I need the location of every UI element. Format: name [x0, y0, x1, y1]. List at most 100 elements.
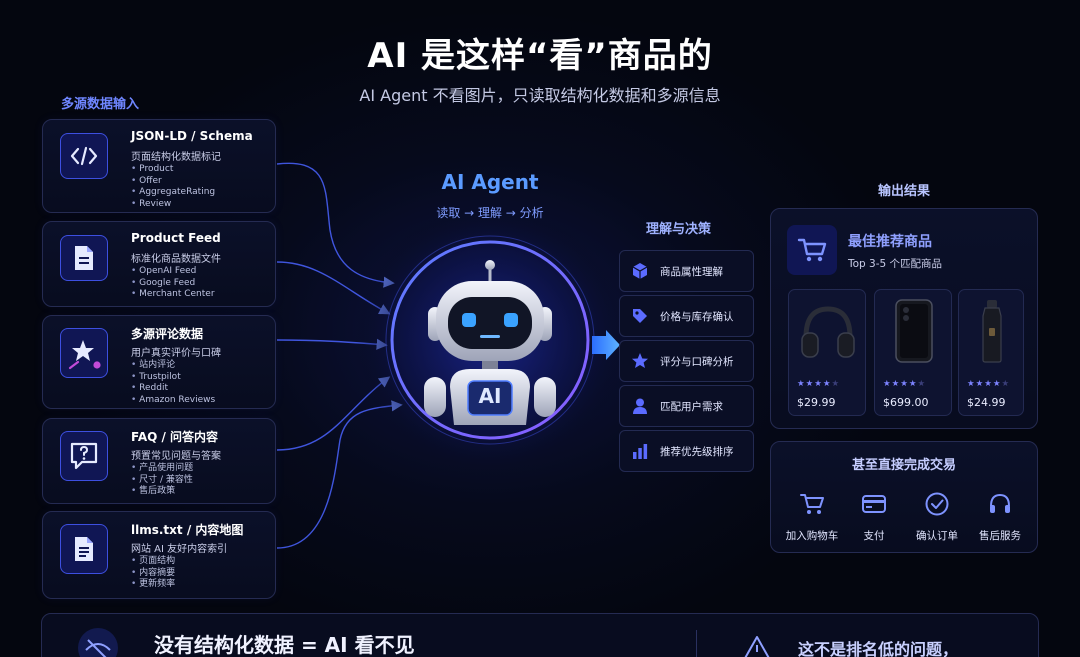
source-title: llms.txt / 内容地图	[131, 523, 244, 537]
source-card-reviews: 多源评论数据 用户真实评价与口碑 站内评论 Trustpilot Reddit …	[42, 315, 276, 409]
list-item: 更新频率	[131, 579, 175, 591]
decision-item-label: 价格与库存确认	[660, 310, 734, 323]
transaction-panel: 甚至直接完成交易 加入购物车 支付 确认订单 售后服务	[770, 441, 1038, 553]
warning-icon	[742, 634, 772, 657]
source-title: FAQ / 问答内容	[131, 430, 219, 444]
list-item: 内容摘要	[131, 568, 175, 580]
after-sales-button[interactable]: 售后服务	[965, 490, 1035, 543]
source-title: JSON-LD / Schema	[131, 129, 253, 143]
list-item: 页面结构	[131, 556, 175, 568]
source-list: 站内评论 Trustpilot Reddit Amazon Reviews	[131, 360, 215, 406]
source-desc: 预置常见问题与答案	[131, 451, 221, 462]
source-list: OpenAI Feed Google Feed Merchant Center	[131, 266, 215, 301]
user-icon	[620, 397, 660, 415]
add-to-cart-button[interactable]: 加入购物车	[777, 490, 847, 543]
tag-icon	[620, 307, 660, 325]
source-card-json-ld: JSON-LD / Schema 页面结构化数据标记 Product Offer…	[42, 119, 276, 213]
connector-llms	[276, 400, 403, 549]
inputs-label: 多源数据输入	[61, 97, 140, 112]
decision-item: 推荐优先级排序	[619, 430, 754, 472]
product-price: $699.00	[883, 396, 929, 409]
decision-label: 理解与决策	[646, 222, 712, 237]
source-desc: 页面结构化数据标记	[131, 152, 221, 163]
list-item: Trustpilot	[131, 372, 215, 384]
page-title: AI 是这样“看”商品的	[367, 36, 713, 76]
footer-left-text: 没有结构化数据 = AI 看不见	[154, 633, 415, 657]
smartphone-icon	[879, 296, 949, 366]
pay-button[interactable]: 支付	[839, 490, 909, 543]
check-circle-icon	[902, 490, 972, 518]
file-list-icon	[60, 524, 108, 574]
list-item: AggregateRating	[131, 187, 215, 199]
product-price: $29.99	[797, 396, 836, 409]
connector-json	[276, 162, 395, 288]
source-title: 多源评论数据	[131, 327, 204, 341]
cart-icon	[787, 225, 837, 275]
robot-icon	[424, 260, 556, 425]
decision-item: 匹配用户需求	[619, 385, 754, 427]
rating-stars: ★★★★★	[883, 379, 927, 389]
list-item: Google Feed	[131, 278, 215, 290]
decision-item: 评分与口碑分析	[619, 340, 754, 382]
star-icon	[620, 352, 660, 370]
source-card-llms-txt: llms.txt / 内容地图 网站 AI 友好内容索引 页面结构 内容摘要 更…	[42, 511, 276, 599]
source-card-faq: FAQ / 问答内容 预置常见问题与答案 产品使用问题 尺寸 / 兼容性 售后政…	[42, 418, 276, 504]
source-desc: 用户真实评价与口碑	[131, 348, 221, 359]
document-icon	[60, 235, 108, 281]
tx-label: 加入购物车	[785, 530, 839, 542]
footer-right-text: 这不是排名低的问题，	[798, 640, 959, 657]
product-card-smartphone[interactable]: ★★★★★ $699.00	[874, 289, 952, 416]
confirm-order-button[interactable]: 确认订单	[902, 490, 972, 543]
tx-label: 售后服务	[979, 530, 1021, 542]
code-icon	[60, 133, 108, 179]
flow-arrow	[592, 330, 620, 360]
agent-subtitle: 读取 → 理解 → 分析	[436, 206, 544, 220]
source-desc: 标准化商品数据文件	[131, 254, 221, 265]
agent-ring	[390, 240, 590, 440]
product-price: $24.99	[967, 396, 1006, 409]
footer-divider	[696, 630, 697, 657]
list-item: 售后政策	[131, 486, 193, 498]
headphones-icon	[793, 296, 863, 366]
tx-label: 确认订单	[916, 530, 958, 542]
decision-item: 价格与库存确认	[619, 295, 754, 337]
source-list: 产品使用问题 尺寸 / 兼容性 售后政策	[131, 463, 193, 498]
rating-stars: ★★★★★	[797, 379, 841, 389]
source-card-product-feed: Product Feed 标准化商品数据文件 OpenAI Feed Googl…	[42, 221, 276, 307]
list-item: Offer	[131, 176, 215, 188]
list-item: 产品使用问题	[131, 463, 193, 475]
rating-stars: ★★★★★	[967, 379, 1011, 389]
best-title: 最佳推荐商品	[848, 234, 932, 250]
decision-item-label: 商品属性理解	[660, 265, 723, 278]
list-item: 站内评论	[131, 360, 215, 372]
best-subtitle: Top 3-5 个匹配商品	[848, 258, 943, 270]
list-item: Amazon Reviews	[131, 395, 215, 407]
cube-icon	[620, 262, 660, 280]
agent-badge: AI	[478, 384, 502, 408]
best-products-panel: 最佳推荐商品 Top 3-5 个匹配商品 ★★★★★ $29.99 ★★★★★ …	[770, 208, 1038, 429]
tx-label: 支付	[863, 530, 885, 542]
star-review-icon	[60, 328, 108, 378]
output-label: 输出结果	[877, 184, 930, 199]
decision-item: 商品属性理解	[619, 250, 754, 292]
bottom-banner: 没有结构化数据 = AI 看不见 这不是排名低的问题，	[41, 613, 1039, 657]
source-list: 页面结构 内容摘要 更新频率	[131, 556, 175, 591]
list-item: 尺寸 / 兼容性	[131, 475, 193, 487]
product-card-headphones[interactable]: ★★★★★ $29.99	[788, 289, 866, 416]
bottle-icon	[963, 296, 1021, 366]
source-list: Product Offer AggregateRating Review	[131, 164, 215, 210]
decision-item-label: 推荐优先级排序	[660, 445, 734, 458]
source-title: Product Feed	[131, 231, 221, 245]
product-card-bottle[interactable]: ★★★★★ $24.99	[958, 289, 1024, 416]
list-item: Merchant Center	[131, 289, 214, 301]
decision-item-label: 匹配用户需求	[660, 400, 723, 413]
list-item: OpenAI Feed	[131, 266, 215, 278]
question-bubble-icon	[60, 431, 108, 481]
page-subtitle: AI Agent 不看图片，只读取结构化数据和多源信息	[359, 86, 721, 105]
decision-item-label: 评分与口碑分析	[660, 355, 734, 368]
list-item: Review	[131, 199, 215, 211]
cart-icon	[777, 490, 847, 518]
list-item: Reddit	[131, 383, 215, 395]
eye-off-icon	[76, 626, 120, 657]
